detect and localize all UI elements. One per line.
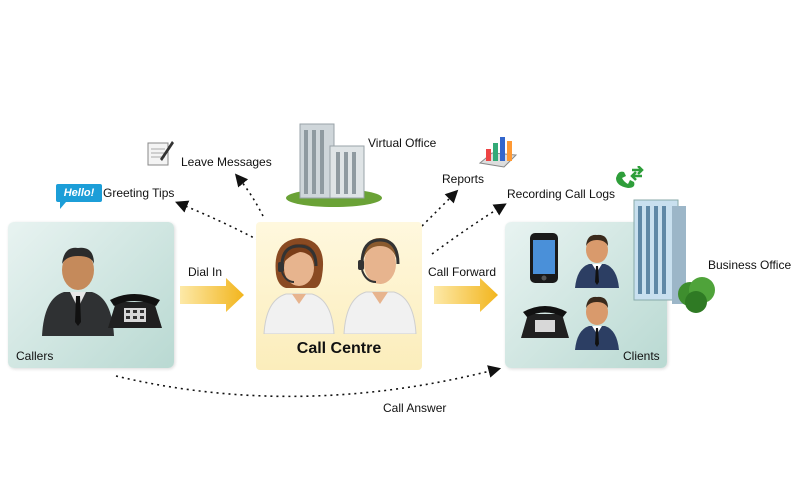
call-forward-label: Call Forward (428, 265, 497, 279)
arrow-call-answer (115, 365, 502, 398)
callers-label: Callers (16, 349, 54, 363)
arrow-to-leave-messages (234, 173, 264, 217)
callers-box (8, 222, 174, 368)
call-centre-box: Call Centre (256, 222, 422, 370)
leave-messages-label: Leave Messages (181, 155, 272, 169)
virtual-office-label: Virtual Office (368, 136, 437, 150)
call-answer-label: Call Answer (383, 401, 447, 415)
greeting-tips-label: Greeting Tips (103, 186, 175, 200)
reports-label: Reports (442, 172, 485, 186)
caller-person-icon (42, 247, 114, 336)
business-office-building-icon (633, 199, 715, 313)
call-forward-arrow (434, 278, 498, 312)
arrow-to-recording-call-logs (431, 203, 507, 255)
desk-phone-icon (108, 294, 162, 328)
clients-box (505, 222, 667, 368)
client-person-icon-2 (575, 296, 619, 350)
dial-in-label: Dial In (188, 265, 223, 279)
call-forward-phone-icon (616, 166, 644, 188)
dial-in-arrow (180, 278, 244, 312)
notepad-icon (147, 141, 174, 166)
arrow-to-greeting-tips (175, 200, 259, 241)
clients-label: Clients (623, 349, 660, 363)
agent-male-icon (343, 238, 417, 334)
arrow-to-reports (421, 189, 459, 227)
agent-female-icon (263, 238, 335, 334)
business-office-label: Business Office (708, 258, 792, 272)
reports-chart-icon (478, 137, 518, 168)
call-centre-title: Call Centre (296, 340, 382, 357)
client-person-icon (575, 234, 619, 288)
hello-speech-bubble: Hello! (56, 184, 102, 209)
recording-call-logs-label: Recording Call Logs (507, 187, 616, 201)
office-phone-icon (521, 306, 569, 338)
virtual-office-building-icon (286, 123, 382, 207)
mobile-phone-icon (530, 233, 558, 283)
